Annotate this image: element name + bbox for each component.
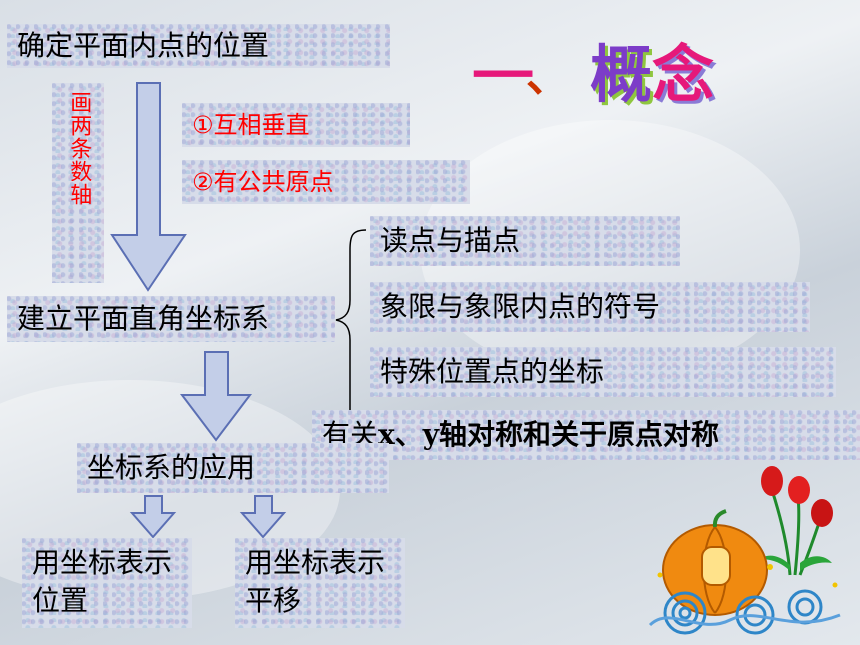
- node-symmetry-label-part2: x、y轴对称和关于原点对称: [378, 418, 719, 452]
- arrow-down-left: [129, 495, 177, 539]
- node-special-points: 特殊位置点的坐标: [370, 347, 836, 397]
- node-special-points-label: 特殊位置点的坐标: [380, 355, 605, 389]
- arrow-down-main: [110, 82, 187, 292]
- node-cond-origin-label: ②有公共原点: [192, 167, 334, 196]
- node-quadrant-label: 象限与象限内点的符号: [380, 290, 661, 324]
- title-char-1: 概: [590, 38, 653, 111]
- tulip-flowers-icon: [760, 466, 833, 576]
- title-separator: 、: [526, 51, 570, 102]
- node-read-plot-label: 读点与描点: [380, 224, 521, 258]
- arrow-down-right: [239, 495, 287, 539]
- title-number: 一: [472, 43, 535, 109]
- node-draw-axes-label: 画两条数轴: [66, 91, 92, 206]
- arrow-down-application: [179, 351, 253, 442]
- node-position: 确定平面内点的位置: [7, 24, 390, 68]
- node-application: 坐标系的应用: [77, 443, 389, 493]
- node-cond-origin: ②有公共原点: [182, 160, 470, 204]
- node-app-position-label: 用坐标表示位置: [32, 546, 173, 617]
- node-cond-perpendicular: ①互相垂直: [182, 103, 410, 147]
- node-build-system-label: 建立平面直角坐标系: [17, 302, 270, 336]
- node-build-system: 建立平面直角坐标系: [7, 296, 335, 342]
- node-cond-perpendicular-label: ①互相垂直: [192, 110, 310, 139]
- node-position-label: 确定平面内点的位置: [17, 29, 270, 63]
- node-read-plot: 读点与描点: [370, 216, 680, 266]
- node-quadrant: 象限与象限内点的符号: [370, 282, 810, 332]
- node-app-position: 用坐标表示位置: [22, 538, 192, 628]
- section-title: 一 、 概 念: [472, 20, 722, 115]
- node-app-translate: 用坐标表示平移: [235, 538, 405, 628]
- title-char-2: 念: [652, 38, 715, 111]
- pumpkin-carriage-icon: [648, 466, 841, 635]
- node-app-translate-label: 用坐标表示平移: [245, 546, 386, 617]
- node-application-label: 坐标系的应用: [87, 451, 256, 485]
- node-draw-axes: 画两条数轴: [52, 83, 104, 283]
